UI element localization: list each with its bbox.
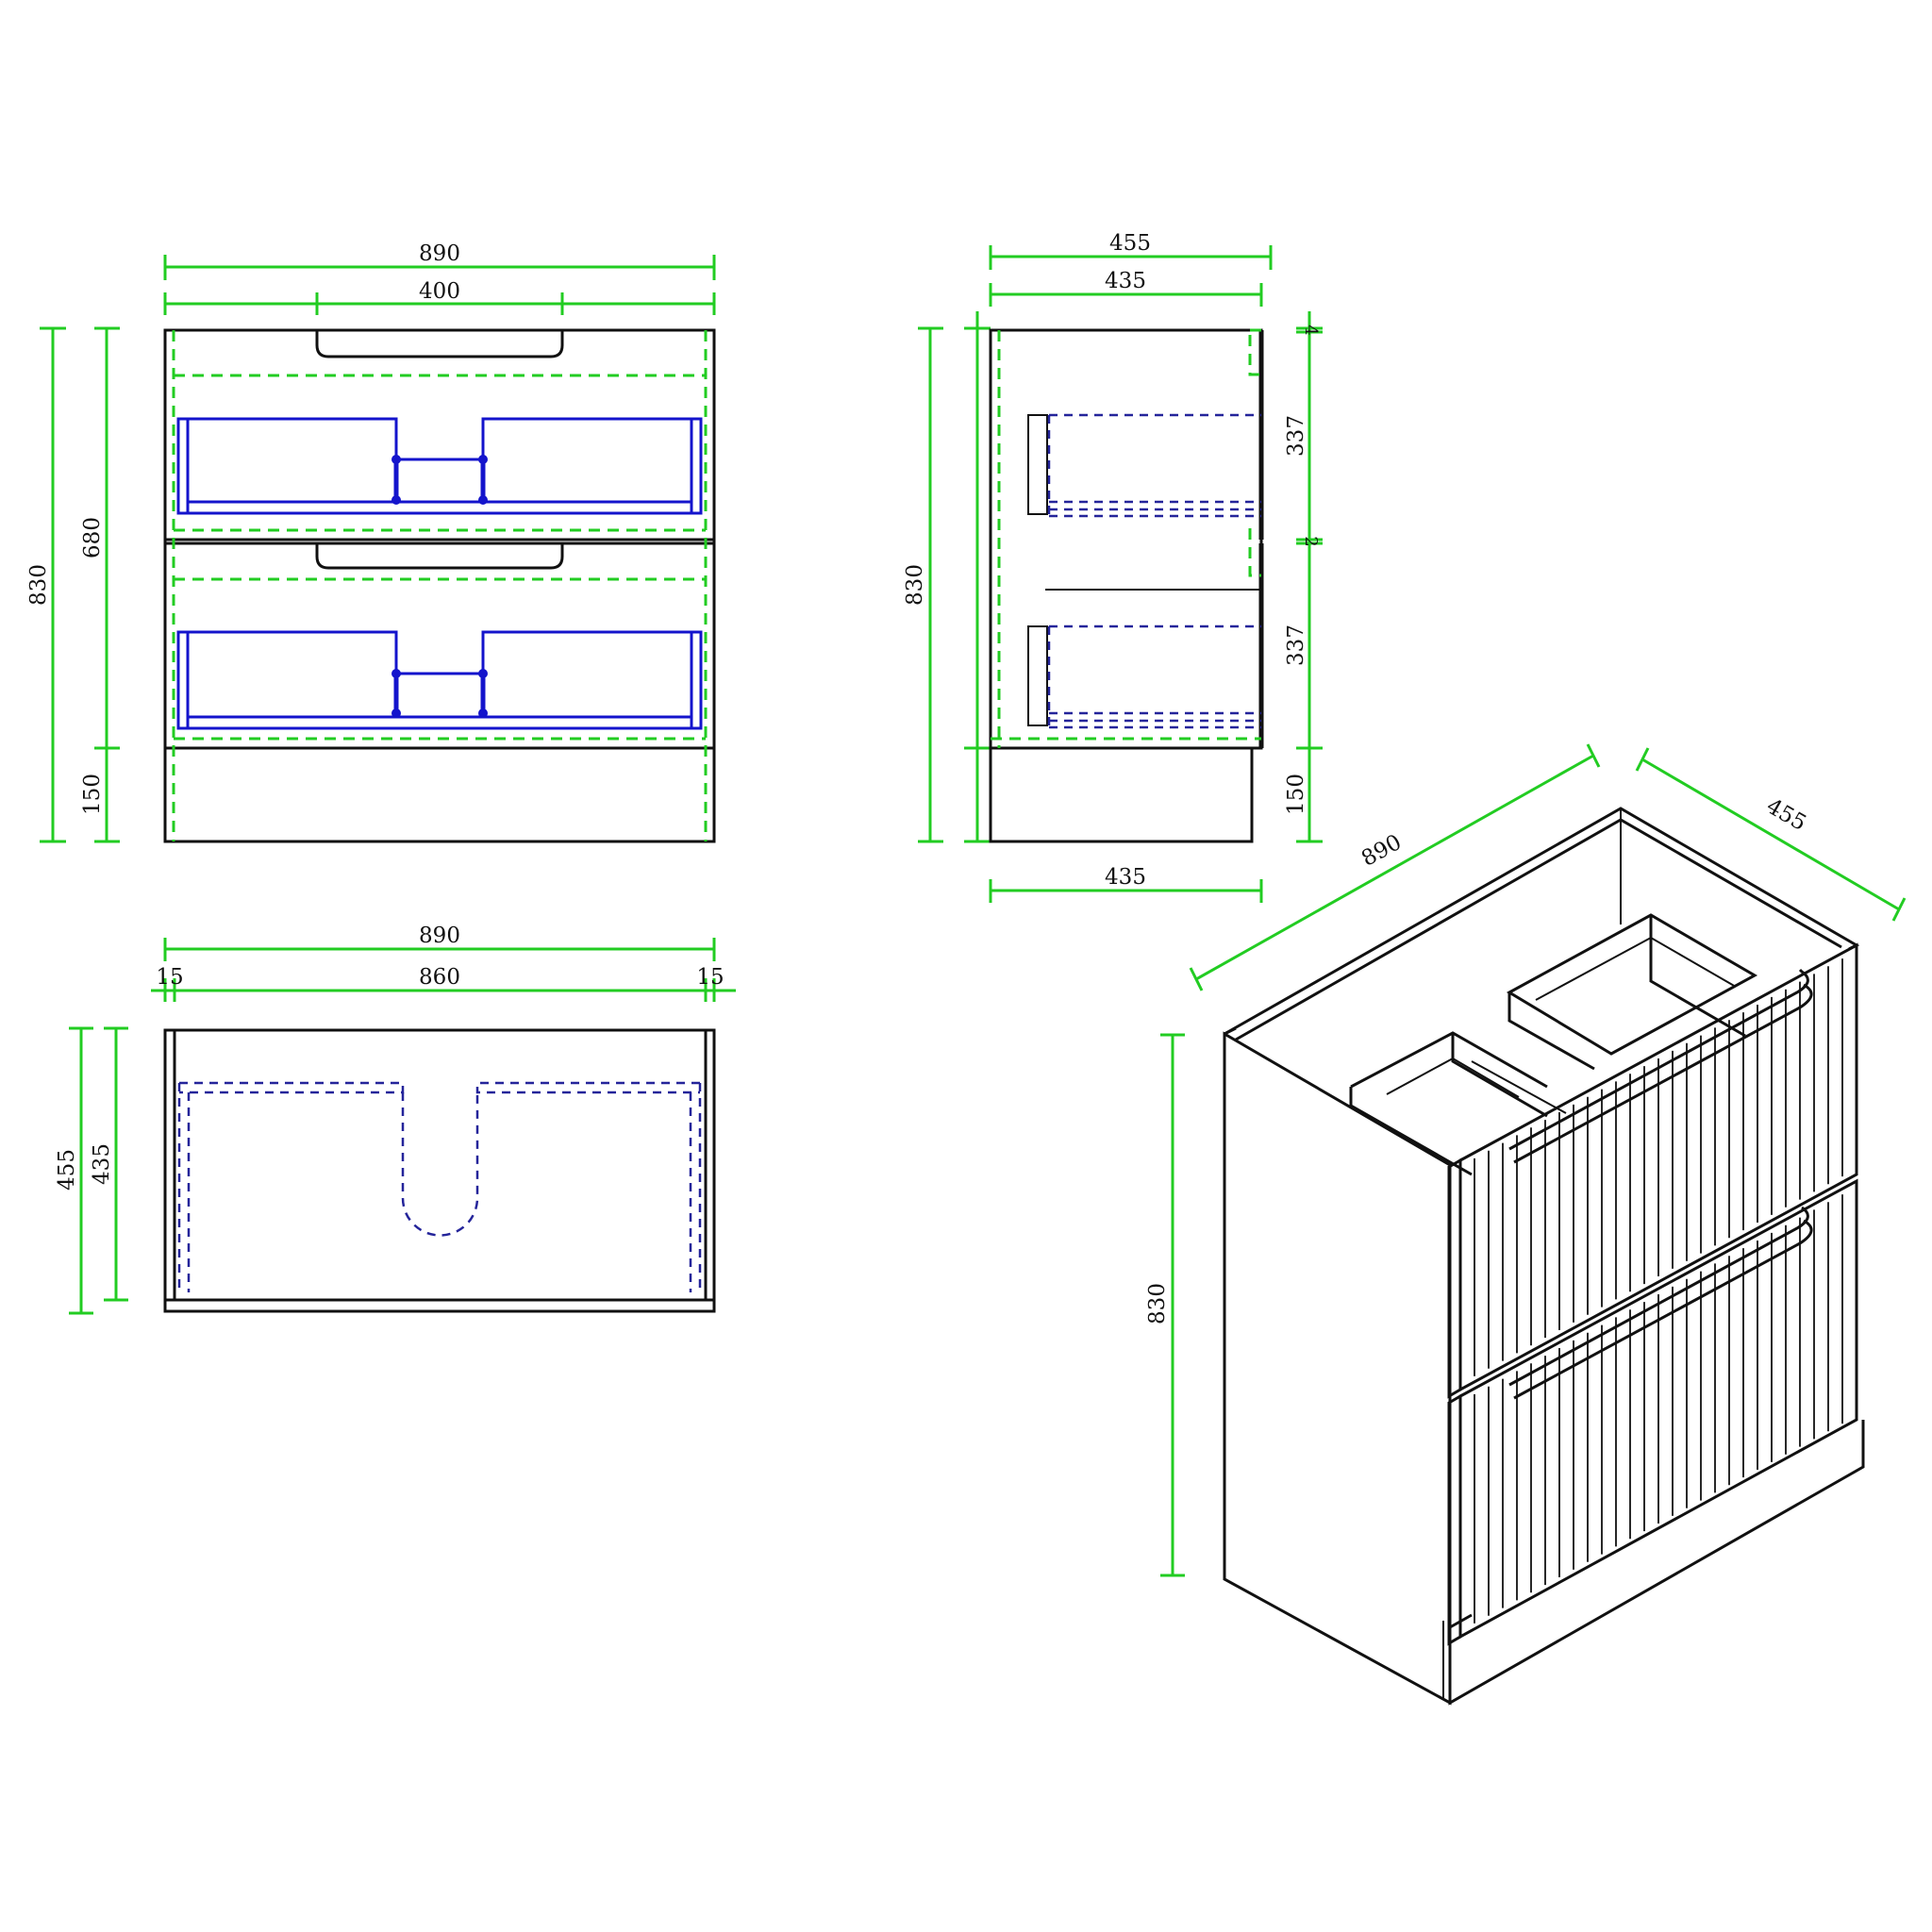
side-height-plinth-label: 150 [1284,774,1308,815]
top-view-dimensions [69,938,736,1315]
iso-drawer-boxes [1349,913,1758,1176]
side-height-overall-label: 830 [903,564,927,606]
side-drawer-upper-label: 337 [1284,415,1308,457]
front-handle-upper [315,330,564,358]
top-side-left-label: 15 [156,965,183,990]
top-depth-inner-label: 435 [90,1143,114,1185]
side-depth-bottom-label: 435 [1105,865,1146,890]
side-gap-middle-label: 2 [1301,536,1321,546]
front-drawer-box-lower [176,630,703,730]
iso-height-label: 830 [1145,1283,1170,1324]
front-height-drawers-label: 680 [80,517,105,558]
top-depth-overall-label: 455 [55,1149,79,1191]
side-drawer-lower-label: 337 [1284,625,1308,666]
top-cabinet-outline [163,1028,716,1313]
iso-flutes-upper [1474,958,1843,1376]
iso-drawer-front-upper [1447,942,1858,1399]
iso-cabinet-carcass [1223,807,1865,1706]
side-view-dimensions [918,245,1323,903]
iso-drawer-front-lower [1447,1178,1858,1646]
top-view: 890 15 860 15 455 435 [55,924,736,1315]
front-height-plinth-label: 150 [80,774,105,815]
iso-dimensions [1160,743,1907,1577]
side-depth-carcass-label: 435 [1105,269,1146,293]
side-cabinet-outline [989,328,1264,843]
side-view: 455 435 435 830 4 337 2 337 150 [903,231,1323,903]
side-depth-overall-label: 455 [1109,231,1151,256]
side-hidden-lines [991,328,1261,748]
front-cabinet-outline [163,328,716,843]
front-view-dimensions [40,255,716,843]
side-drawer-runners [1027,413,1261,729]
top-side-right-label: 15 [696,965,724,990]
front-view: 890 400 830 680 150 [26,242,716,843]
top-width-inner-label: 860 [419,965,460,990]
top-plumbing-cutout [401,1092,479,1237]
front-drawer-box-upper [176,417,703,515]
iso-depth-label: 455 [1762,794,1810,836]
top-width-overall-label: 890 [419,924,460,948]
iso-view: 890 455 830 [1145,743,1907,1706]
front-height-overall-label: 830 [26,564,51,606]
side-gap-top-label: 4 [1301,325,1321,335]
iso-flutes-lower [1474,1194,1843,1624]
front-width-overall-label: 890 [419,242,460,266]
front-hidden-carcass [172,330,708,841]
front-handle-lower [315,543,564,570]
top-hidden-drawer [177,1081,702,1292]
front-handle-width-label: 400 [419,279,460,304]
